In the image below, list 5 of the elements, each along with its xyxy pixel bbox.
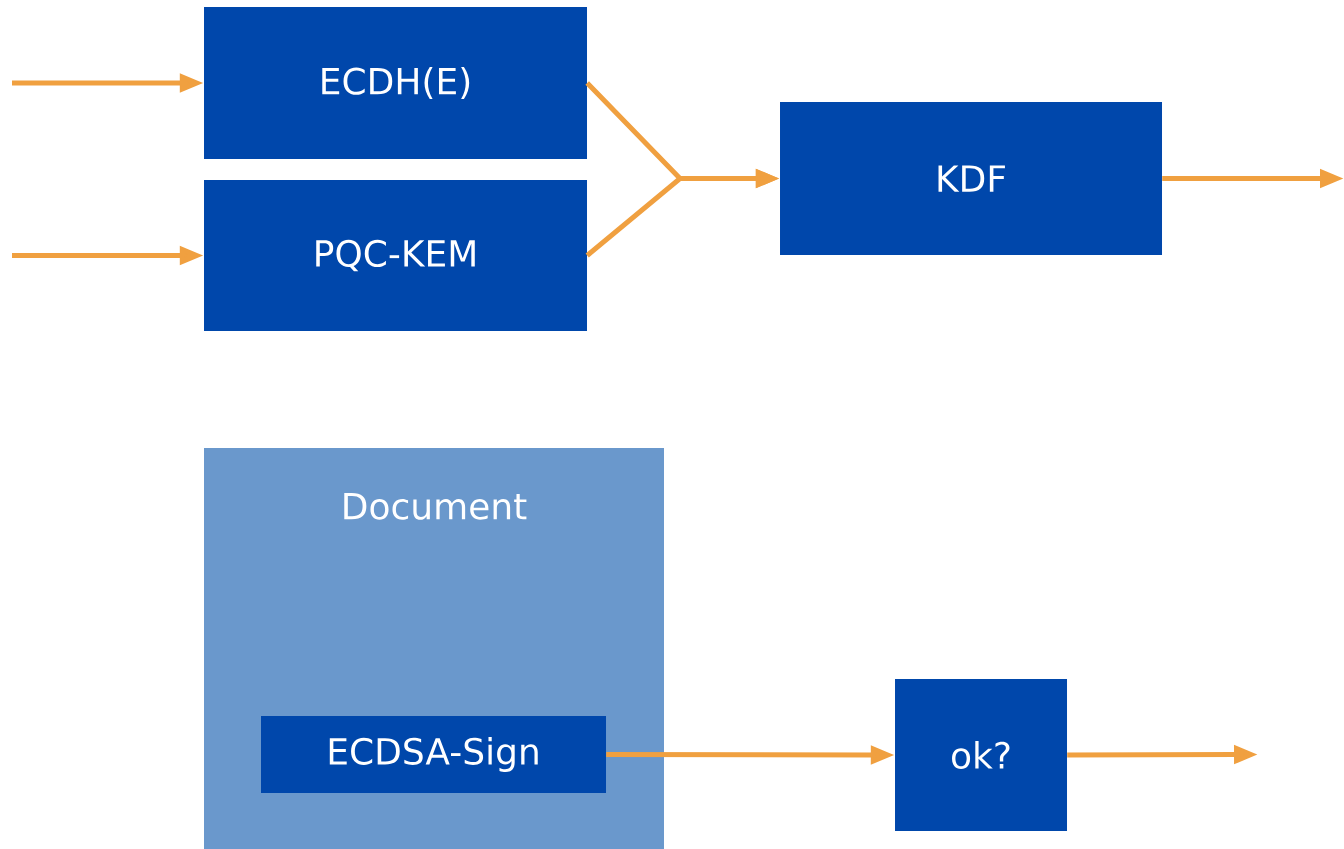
process-box: ECDH(E) bbox=[204, 7, 587, 159]
check-box: ok? bbox=[895, 679, 1067, 831]
process-box: ECDSA-Sign bbox=[261, 716, 606, 793]
process-box: PQC-KEM bbox=[204, 180, 587, 331]
process-box: KDF bbox=[780, 102, 1162, 255]
